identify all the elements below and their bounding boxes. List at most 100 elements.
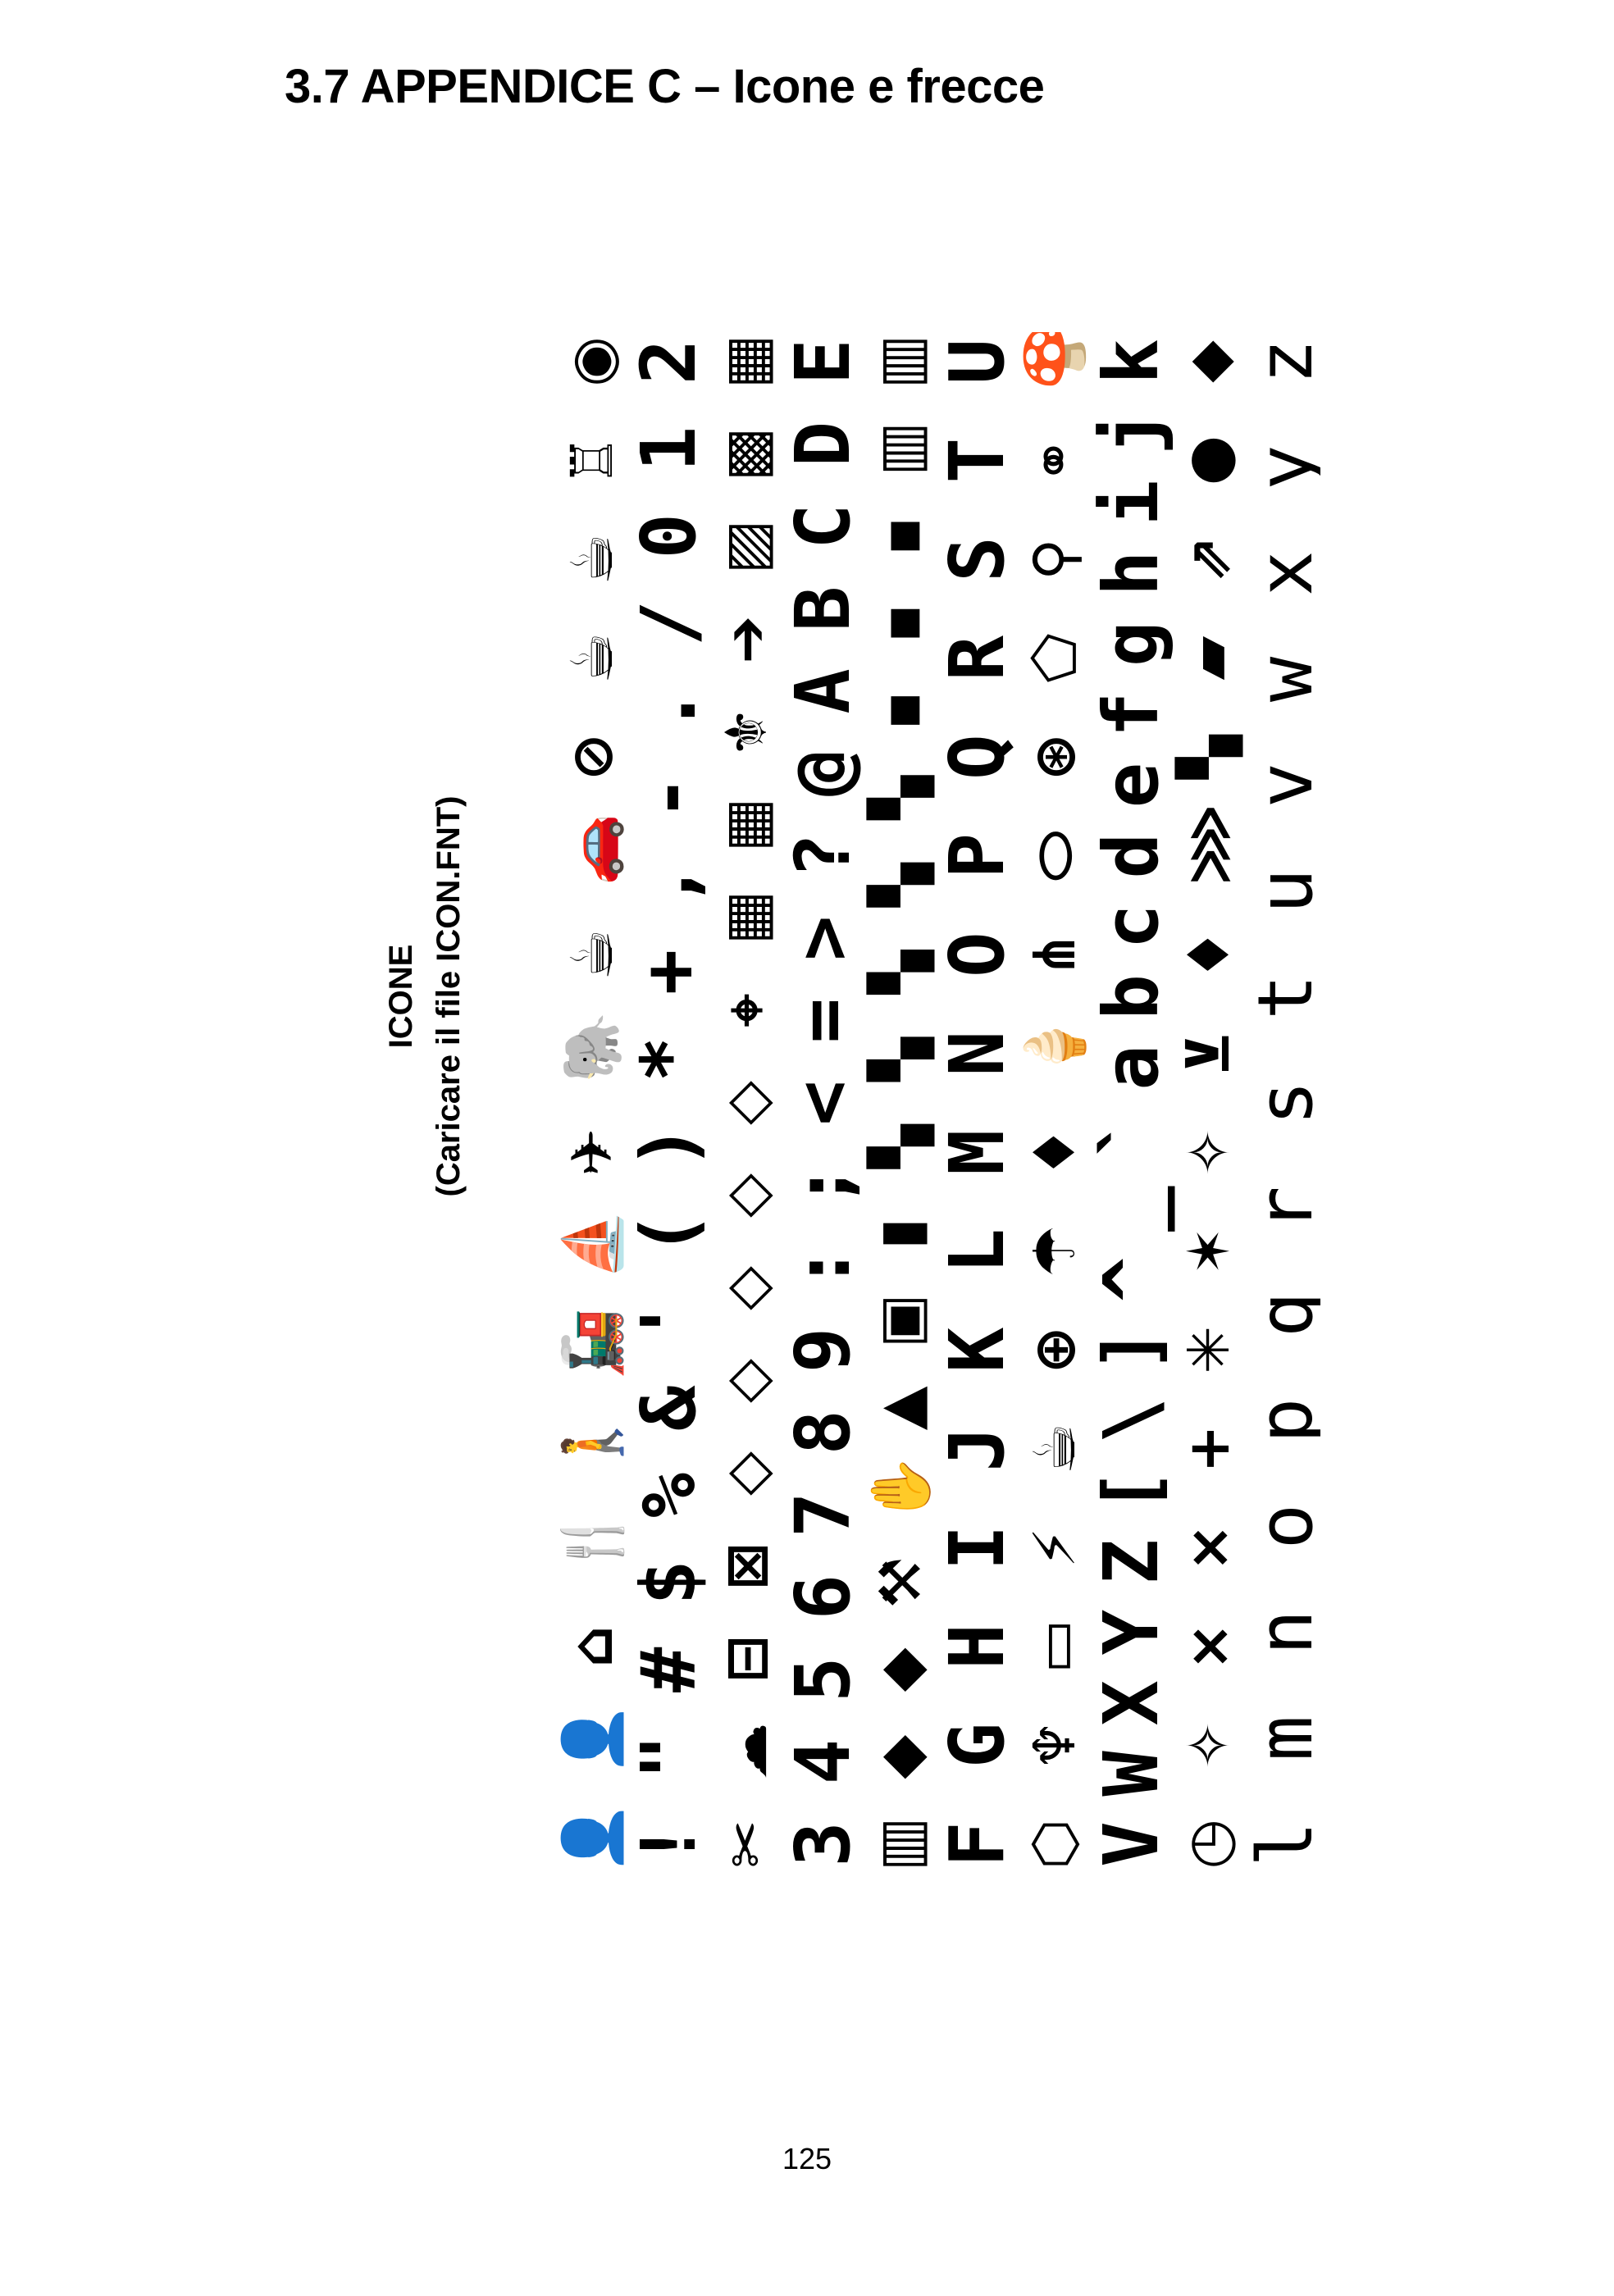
glyph-cell: ▦	[713, 334, 780, 390]
glyph-cell: ✶	[1175, 1227, 1242, 1276]
glyph-cell: z	[1242, 332, 1320, 391]
glyph-cell: 2	[625, 339, 713, 385]
glyph-cell: ⬥	[1175, 341, 1242, 382]
glyph-cell: ▥	[867, 421, 934, 476]
glyph-cell: C	[779, 503, 867, 549]
glyph-cell: u	[1242, 862, 1320, 921]
glyph-cell: 🍦	[1021, 1011, 1088, 1083]
glyph-cell: ⇗	[1175, 535, 1242, 584]
glyph-cell: ⊻	[1175, 1030, 1242, 1077]
glyph-row: ⬡♆▭⚡☕⊕☂♦🍦⋔⬭⊛⬠⚲⚭🍄	[1012, 332, 1097, 1874]
glyph-cell: M	[933, 1129, 1021, 1175]
glyph-cell: e	[1087, 762, 1175, 809]
glyph-cell: [	[1087, 1468, 1175, 1515]
glyph-cell: ✈	[559, 1128, 626, 1177]
glyph-cell: m	[1242, 1709, 1320, 1768]
glyph-cell: ▪	[867, 604, 934, 643]
glyph-cell: ✧	[1175, 1721, 1242, 1770]
glyph-cell: x	[1242, 544, 1320, 603]
glyph-cell: D	[779, 421, 867, 467]
glyph-cell: ☕	[1021, 1423, 1088, 1475]
glyph-cell: ✳	[1175, 1326, 1242, 1374]
glyph-cell: q	[1242, 1285, 1320, 1344]
glyph-cell: 4	[779, 1738, 867, 1785]
glyph-cell: U	[933, 339, 1021, 385]
glyph-cell: ⛵	[559, 1209, 626, 1281]
glyph-cell: ×	[1175, 1524, 1242, 1572]
glyph-cell: ♖	[559, 435, 626, 486]
glyph-cell: ◇	[713, 1173, 780, 1218]
glyph-cell: j	[1087, 409, 1175, 455]
page-heading: 3.7 APPENDICE C – Icone e frecce	[285, 60, 1045, 113]
glyph-cell: i	[1087, 480, 1175, 526]
glyph-cell: ◷	[1175, 1819, 1242, 1870]
glyph-cell: ◆	[867, 1734, 934, 1779]
glyph-cell: c	[1087, 904, 1175, 950]
glyph-cell: ⚡	[1021, 1527, 1088, 1568]
glyph-cell: 🚗	[559, 813, 626, 886]
glyph-row: ◷✧××+✳✶✧⊻♦⋙▚▰⇗●⬥	[1166, 332, 1252, 1874]
glyph-cell: 🚂	[559, 1308, 626, 1380]
page-number: 125	[782, 2142, 832, 2175]
glyph-cell: ▚	[867, 1036, 934, 1082]
glyph-cell: ⊛	[1021, 732, 1088, 781]
glyph-cell: G	[933, 1722, 1021, 1769]
glyph-cell: V	[1087, 1821, 1175, 1867]
glyph-cell: A	[779, 668, 867, 714]
glyph-cell: _	[1087, 1186, 1175, 1232]
glyph-cell: $	[625, 1560, 713, 1606]
glyph-cell: ◇	[713, 1081, 780, 1125]
glyph-cell: ▚	[867, 863, 934, 908]
glyph-cell: Y	[1087, 1610, 1175, 1656]
glyph-cell: ➔	[713, 615, 780, 664]
glyph-row: 👤👤⌂🍴🚶🚂⛵✈🐘☕🚗⊘☕☕♖◉	[549, 332, 635, 1874]
glyph-cell: O	[933, 932, 1021, 977]
glyph-cell: w	[1242, 649, 1320, 708]
glyph-cell: p	[1242, 1391, 1320, 1450]
glyph-cell: ▲	[867, 1386, 934, 1431]
glyph-cell: o	[1242, 1497, 1320, 1556]
glyph-cell: ▚	[867, 950, 934, 995]
glyph-cell: s	[1242, 1073, 1320, 1132]
glyph-cell: ☕	[559, 632, 626, 685]
glyph-cell: b	[1087, 974, 1175, 1020]
glyph-cell: L	[933, 1228, 1021, 1274]
caption-subtitle: (Caricare il file ICON.FNT)	[431, 795, 467, 1197]
glyph-cell: ▪	[867, 690, 934, 731]
glyph-cell: +	[625, 949, 713, 995]
glyph-cell: ▥	[867, 335, 934, 390]
glyph-cell: ⊘	[559, 732, 626, 781]
glyph-cell: ;	[779, 1162, 867, 1209]
glyph-cell: #	[625, 1647, 713, 1693]
glyph-cell: f	[1087, 691, 1175, 738]
glyph-cell: Q	[933, 734, 1021, 780]
glyph-cell: d	[1087, 833, 1175, 879]
glyph-cell: ▮	[867, 1218, 934, 1250]
glyph-cell: 6	[779, 1574, 867, 1620]
glyph-cell: 8	[779, 1410, 867, 1456]
glyph-cell: /	[625, 600, 713, 646]
glyph-cell: ◆	[867, 1647, 934, 1692]
glyph-cell: l	[1242, 1815, 1320, 1874]
glyph-cell: S	[933, 536, 1021, 582]
glyph-cell: 9	[779, 1327, 867, 1374]
glyph-cell: n	[1242, 1603, 1320, 1662]
glyph-cell: +	[1175, 1424, 1242, 1474]
glyph-cell: g	[1087, 621, 1175, 667]
glyph-cell: 👤	[559, 1703, 626, 1775]
glyph-cell: 5	[779, 1656, 867, 1702]
glyph-cell: ×	[1175, 1622, 1242, 1671]
glyph-cell: ⊕	[1021, 1326, 1088, 1374]
glyph-row: ▥◆◆⚒✋▲▣▮▚▚▚▚▚▪▪▪▥▥	[858, 332, 943, 1874]
glyph-cell: ,	[625, 862, 713, 908]
glyph-cell: 🍴	[559, 1506, 626, 1578]
glyph-cell: F	[933, 1821, 1021, 1867]
glyph-cell: ⬡	[1021, 1819, 1088, 1870]
glyph-cell: ◇	[713, 1359, 780, 1403]
glyph-cell: ✂	[713, 1820, 780, 1869]
glyph-cell: ♦	[1021, 1126, 1088, 1178]
glyph-cell: ▨	[713, 519, 780, 575]
